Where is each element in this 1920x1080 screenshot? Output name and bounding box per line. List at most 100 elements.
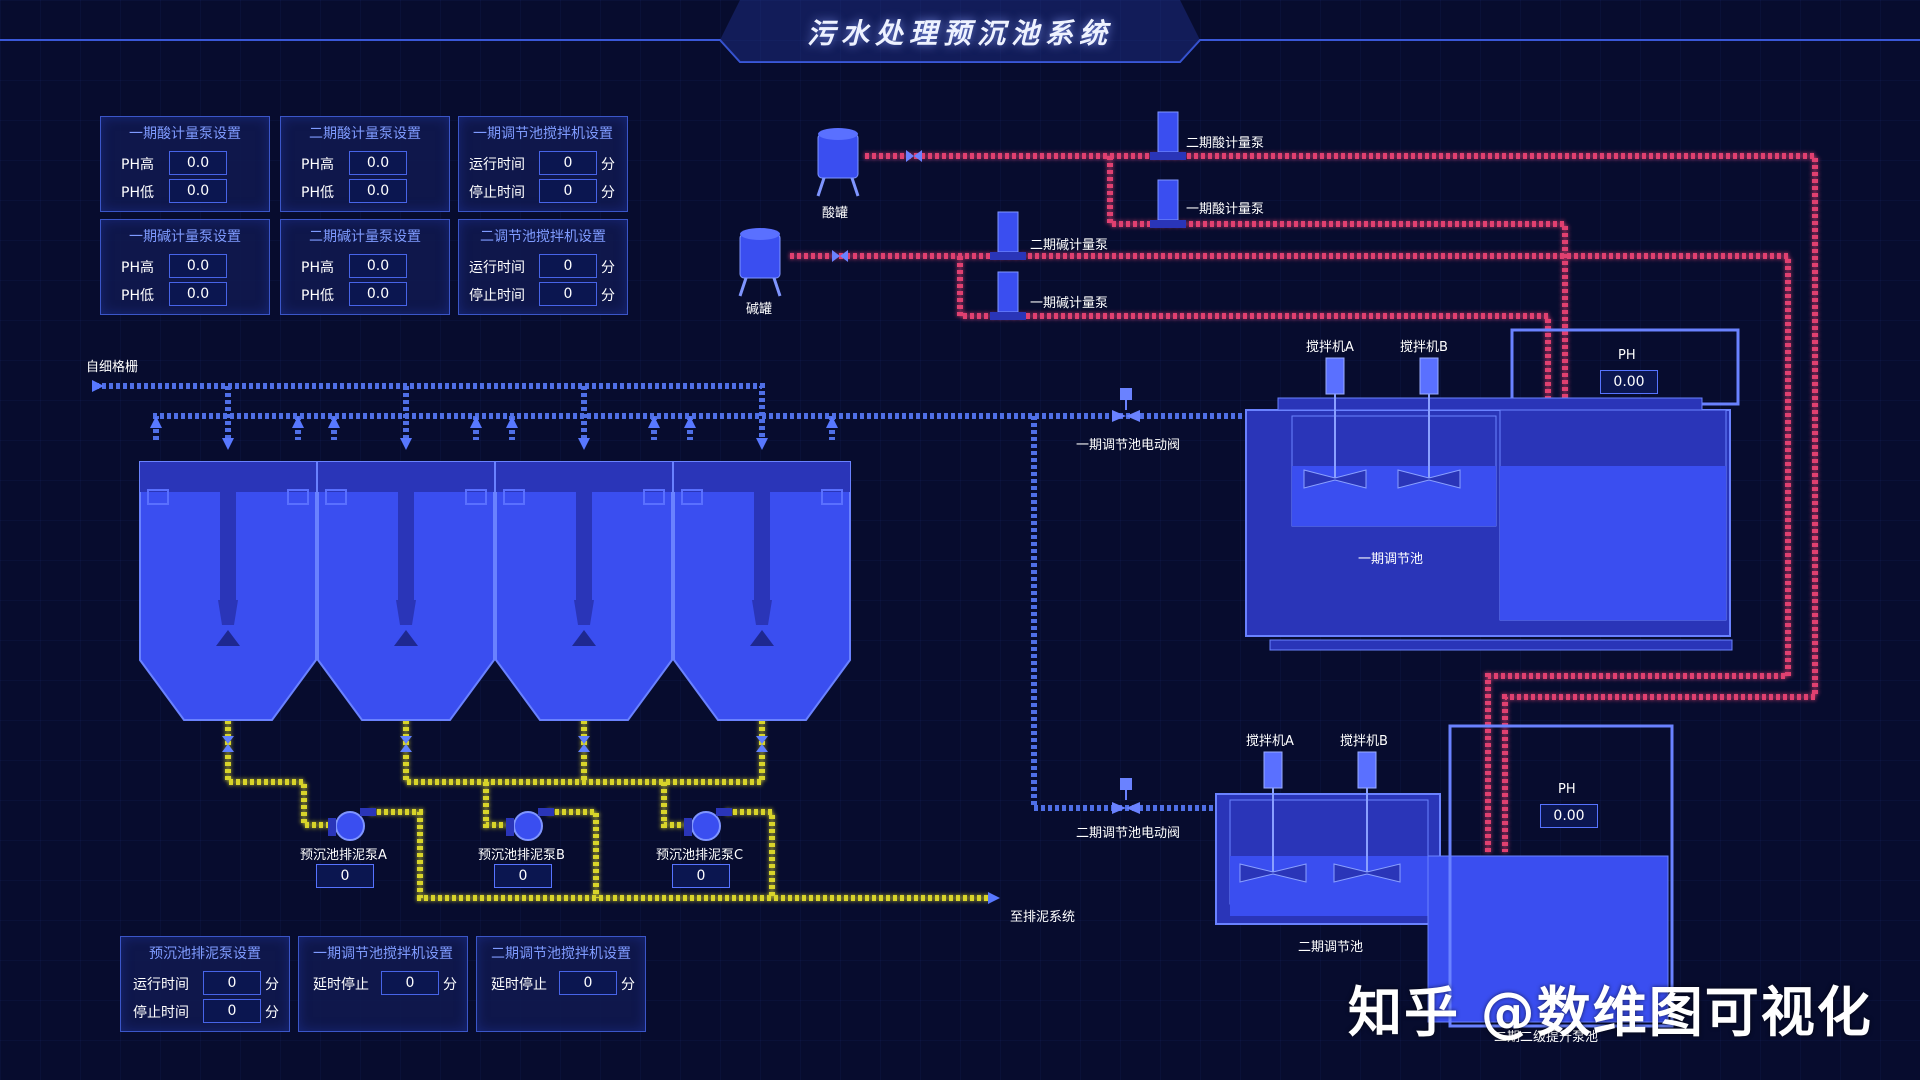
unit-label: 分 <box>601 260 615 276</box>
ph-high-label: PH高 <box>301 260 334 276</box>
stop-time-input[interactable]: 0 <box>539 282 597 306</box>
ph-high-input[interactable]: 0.0 <box>349 151 407 175</box>
run-time-input[interactable]: 0 <box>539 151 597 175</box>
ph-high-label: PH高 <box>121 157 154 173</box>
panel-title: 一期调节池搅拌机设置 <box>313 946 453 962</box>
unit-label: 分 <box>443 977 457 993</box>
unit-label: 分 <box>601 185 615 201</box>
ph-high-input[interactable]: 0.0 <box>169 254 227 278</box>
panel-title: 一期调节池搅拌机设置 <box>473 126 613 142</box>
run-time-input[interactable]: 0 <box>203 971 261 995</box>
ph-low-label: PH低 <box>121 185 154 201</box>
panel-title: 一期酸计量泵设置 <box>129 126 241 142</box>
run-time-label: 运行时间 <box>469 260 525 276</box>
acid-pump-1-label: 一期酸计量泵 <box>1186 202 1265 217</box>
panel-title: 二调节池搅拌机设置 <box>480 229 606 245</box>
delay-stop-input[interactable]: 0 <box>559 971 617 995</box>
acid-pump-2-icon <box>1150 111 1186 160</box>
tank-2-label: 二期调节池 <box>1298 940 1364 955</box>
ph-1-label: PH <box>1618 348 1636 363</box>
unit-label: 分 <box>265 977 279 993</box>
run-time-label: 运行时间 <box>133 977 189 993</box>
chemical-valves <box>832 150 922 262</box>
valve-2-label: 二期调节池电动阀 <box>1076 826 1181 841</box>
base-tank-label: 碱罐 <box>746 302 773 317</box>
unit-label: 分 <box>265 1005 279 1021</box>
sludge-pump-a-label: 预沉池排泥泵A <box>300 848 387 863</box>
watermark: 知乎 @数维图可视化 <box>1348 981 1873 1044</box>
unit-label: 分 <box>621 977 635 993</box>
ph-2-label: PH <box>1558 782 1576 797</box>
sludge-outlet-label: 至排泥系统 <box>1010 910 1076 925</box>
base-pump-1-label: 一期碱计量泵 <box>1030 296 1109 311</box>
tank-1-label: 一期调节池 <box>1358 552 1424 567</box>
delay-stop-input[interactable]: 0 <box>381 971 439 995</box>
sed-tank-3 <box>495 461 673 721</box>
ph-low-input[interactable]: 0.0 <box>169 179 227 203</box>
panel-acid-pump-1: 一期酸计量泵设置 PH高 0.0 PH低 0.0 <box>100 116 270 212</box>
chemical-pipes <box>790 153 1818 852</box>
sludge-valves <box>222 736 768 752</box>
mixer-a-1-label: 搅拌机A <box>1306 340 1354 355</box>
run-time-input[interactable]: 0 <box>539 254 597 278</box>
metering-pumps <box>990 111 1186 320</box>
sludge-pump-a-readout: 0 <box>316 864 374 888</box>
mixers-tank-1 <box>1303 357 1461 489</box>
header-bar <box>0 0 1920 63</box>
sludge-pump-a-icon <box>328 808 376 841</box>
sludge-pump-c-label: 预沉池排泥泵C <box>656 848 744 863</box>
sludge-pump-b-label: 预沉池排泥泵B <box>478 848 565 863</box>
stop-time-input[interactable]: 0 <box>539 179 597 203</box>
sludge-pump-b-icon <box>506 808 554 841</box>
sludge-pumps <box>328 808 732 841</box>
stop-time-input[interactable]: 0 <box>203 999 261 1023</box>
unit-label: 分 <box>601 157 615 173</box>
delay-stop-label: 延时停止 <box>491 977 547 993</box>
mixer-b-1-label: 搅拌机B <box>1400 340 1448 355</box>
panel-title: 二期酸计量泵设置 <box>309 126 421 142</box>
mixer-a-2-label: 搅拌机A <box>1246 734 1294 749</box>
sed-tank-4 <box>673 461 851 721</box>
page-title: 污水处理预沉池系统 <box>806 17 1113 50</box>
mixer-b-2-label: 搅拌机B <box>1340 734 1388 749</box>
panel-title: 二期调节池搅拌机设置 <box>491 946 631 962</box>
ph-low-input[interactable]: 0.0 <box>349 282 407 306</box>
base-pump-1-icon <box>990 271 1026 320</box>
ph-high-input[interactable]: 0.0 <box>169 151 227 175</box>
ph-low-input[interactable]: 0.0 <box>349 179 407 203</box>
run-time-label: 运行时间 <box>469 157 525 173</box>
ph-low-label: PH低 <box>301 288 334 304</box>
ph-1-readout: 0.00 <box>1600 370 1658 394</box>
unit-label: 分 <box>601 288 615 304</box>
stop-time-label: 停止时间 <box>469 185 525 201</box>
valve-1-label: 一期调节池电动阀 <box>1076 438 1181 453</box>
ph-high-label: PH高 <box>301 157 334 173</box>
sludge-pump-c-icon <box>684 808 732 841</box>
ph-low-input[interactable]: 0.0 <box>169 282 227 306</box>
ph-high-label: PH高 <box>121 260 154 276</box>
base-pump-2-icon <box>990 211 1026 260</box>
panel-title: 二期碱计量泵设置 <box>309 229 421 245</box>
panel-title: 预沉池排泥泵设置 <box>149 946 261 962</box>
sludge-pump-b-readout: 0 <box>494 864 552 888</box>
electric-valve-1-icon <box>1112 388 1140 422</box>
sludge-outlet-arrow <box>988 892 1000 904</box>
acid-pump-2-label: 二期酸计量泵 <box>1186 136 1265 151</box>
ph-high-input[interactable]: 0.0 <box>349 254 407 278</box>
inlet-label: 自细格栅 <box>86 360 139 375</box>
ph-2-readout: 0.00 <box>1540 804 1598 828</box>
tank-1 <box>1245 328 1740 651</box>
ph-low-label: PH低 <box>121 288 154 304</box>
delay-stop-label: 延时停止 <box>313 977 369 993</box>
sed-tank-2 <box>317 461 495 721</box>
stop-time-label: 停止时间 <box>469 288 525 304</box>
base-tank-icon <box>738 228 782 297</box>
